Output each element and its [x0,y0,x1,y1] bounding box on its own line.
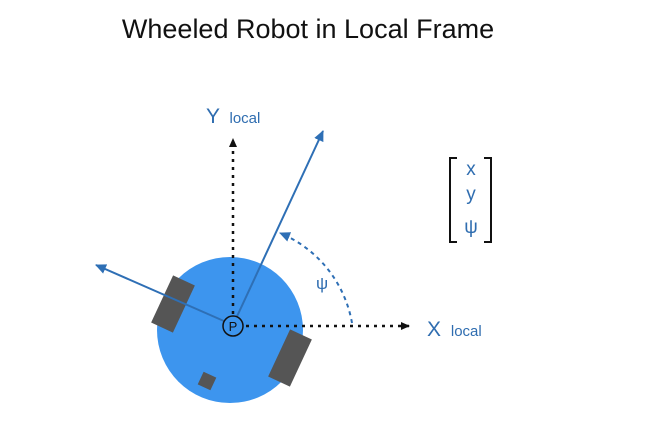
robot-heading-arrow [232,130,324,326]
left-bracket [449,157,457,243]
page-title: Wheeled Robot in Local Frame [121,14,495,44]
right-wheel [268,329,312,387]
state-vector-y: y [466,184,476,205]
y-local-label-main: Y [206,105,220,128]
x-local-label-sub: local [451,323,482,340]
origin-label: P [229,319,238,334]
y-local-label: Y local [206,105,260,128]
y-local-label-sub: local [229,110,260,127]
caster-wheel [197,371,217,391]
left-wheel [151,275,195,333]
right-bracket [484,157,492,243]
state-vector-psi: ψ [464,217,478,238]
x-local-label: X local [427,318,482,341]
state-vector: x y ψ [449,157,492,243]
state-vector-x: x [466,159,476,180]
origin-point-marker [222,315,244,337]
psi-angle-label: ψ [316,274,328,293]
robot-lateral-arrow [95,264,234,326]
psi-angle-arc [279,232,353,324]
x-local-label-main: X [427,318,441,341]
